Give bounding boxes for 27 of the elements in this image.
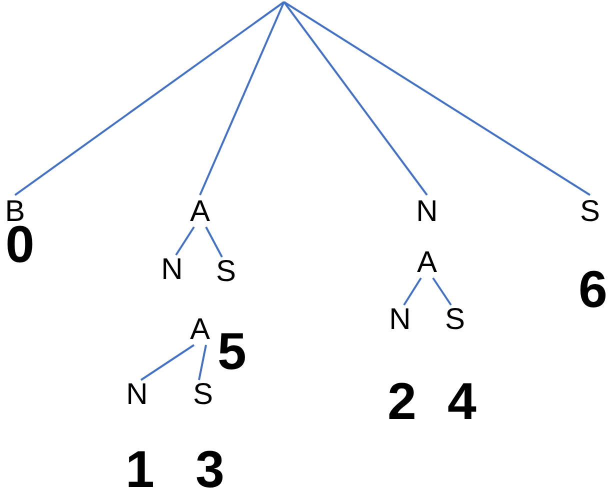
- node-letter: N: [157, 253, 187, 287]
- suffix-index: 1: [126, 444, 154, 496]
- node-letter: A: [412, 246, 442, 280]
- tree-branch: [199, 2, 285, 196]
- tree-branch: [140, 344, 195, 381]
- tree-branch: [283, 1, 591, 196]
- suffix-index: 2: [388, 376, 416, 428]
- node-letter: S: [188, 378, 218, 412]
- tree-branch: [283, 1, 428, 196]
- node-letter: N: [385, 303, 415, 337]
- tree-branch: [205, 226, 223, 258]
- tree-branch: [432, 277, 452, 306]
- node-letter: A: [185, 313, 215, 347]
- node-letter: S: [440, 303, 470, 337]
- tree-branch: [198, 344, 207, 380]
- node-letter: A: [185, 195, 215, 229]
- suffix-index: 6: [578, 264, 608, 316]
- node-letter: S: [575, 195, 605, 229]
- suffix-index: 3: [196, 444, 224, 496]
- node-letter: N: [412, 195, 442, 229]
- node-letter: N: [122, 378, 152, 412]
- suffix-index: 5: [218, 326, 246, 378]
- tree-branch: [14, 1, 285, 196]
- node-letter: S: [211, 255, 241, 289]
- suffix-index: 4: [448, 376, 476, 428]
- tree-branch: [175, 226, 195, 256]
- tree-branch: [403, 277, 422, 306]
